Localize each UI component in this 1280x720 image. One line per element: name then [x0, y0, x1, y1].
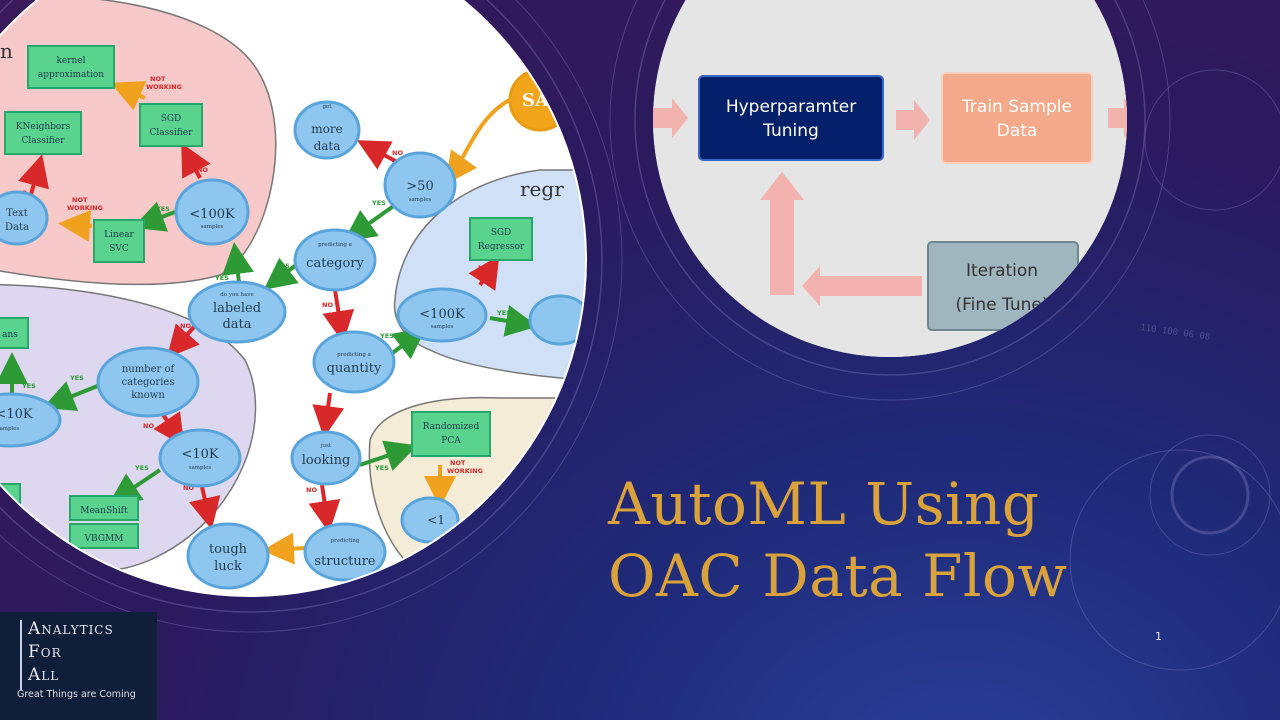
svg-text:<1: <1 [427, 513, 445, 527]
svg-text:just: just [320, 443, 332, 449]
svg-text:NO: NO [318, 404, 329, 412]
svg-text:<100K: <100K [419, 307, 465, 322]
svg-text:YES: YES [134, 464, 149, 472]
decorative-binary-text: 110 100 06 08 [1140, 323, 1211, 343]
svg-text:NOT: NOT [150, 75, 166, 83]
svg-text:NO: NO [478, 264, 489, 272]
svg-text:ans: ans [2, 330, 18, 340]
svg-text:Classifier: Classifier [22, 136, 66, 146]
svg-text:tough: tough [209, 542, 248, 557]
slide-title-line-2: OAC Data Flow [608, 542, 1068, 610]
svg-text:NO: NO [180, 322, 191, 330]
svg-text:more: more [311, 122, 342, 136]
svg-text:YES: YES [374, 464, 389, 472]
svg-text:category: category [306, 256, 364, 271]
svg-text:samples: samples [0, 426, 20, 432]
slide-title-line-1: AutoML Using [608, 470, 1040, 538]
logo-line-2: For [28, 642, 62, 662]
svg-text:predicting a: predicting a [318, 242, 353, 248]
svg-text:predicting: predicting [331, 538, 360, 544]
svg-text:samples: samples [189, 465, 212, 471]
logo-line-3: All [28, 665, 60, 685]
svg-text:MeanShift: MeanShift [80, 506, 128, 516]
svg-text:WORKING: WORKING [146, 83, 182, 91]
svg-text:Data: Data [997, 121, 1038, 141]
svg-text:Regressor: Regressor [478, 242, 525, 252]
svg-text:NOT: NOT [450, 459, 466, 467]
svg-text:YES: YES [69, 374, 84, 382]
svg-text:known: known [131, 390, 165, 401]
svg-text:NO: NO [183, 484, 194, 492]
svg-text:NO: NO [306, 486, 317, 494]
svg-text:KNeighbors: KNeighbors [16, 122, 71, 132]
svg-text:YES: YES [275, 262, 290, 270]
svg-text:samples: samples [431, 324, 454, 330]
ml-cheat-sheet: n regr SA [0, 0, 585, 595]
svg-text:PCA: PCA [441, 436, 461, 446]
svg-text:110 100 06 08: 110 100 06 08 [1140, 323, 1211, 343]
logo-line-1: Analytics [28, 619, 114, 639]
svg-text:Tuning: Tuning [762, 121, 819, 141]
svg-text:<10K: <10K [181, 447, 218, 462]
svg-text:YES: YES [155, 205, 170, 213]
svg-text:NO: NO [143, 422, 154, 430]
slide-number: 1 [1155, 630, 1162, 643]
analytics-for-all-logo: Analytics For All Great Things are Comin… [0, 612, 157, 720]
svg-text:regr: regr [520, 177, 564, 201]
svg-text:YES: YES [379, 332, 394, 340]
svg-text:<10K: <10K [0, 407, 33, 422]
svg-text:number of: number of [122, 364, 176, 375]
svg-text:Linear: Linear [104, 230, 134, 240]
decorative-rings [0, 0, 1280, 671]
logo-divider [20, 620, 22, 690]
svg-text:YES: YES [214, 274, 229, 282]
svg-text:NO: NO [392, 149, 403, 157]
svg-text:NO: NO [322, 301, 333, 309]
train-sample-data-box [941, 72, 1093, 164]
svg-text:n: n [0, 39, 13, 63]
svg-text:VBGMM: VBGMM [84, 534, 124, 544]
svg-text:SVC: SVC [109, 244, 129, 254]
hyperparameter-tuning-box [698, 75, 884, 161]
svg-text:labeled: labeled [213, 301, 261, 316]
slide-title: AutoML Using OAC Data Flow [608, 468, 1168, 612]
svg-text:Randomized: Randomized [423, 422, 480, 432]
svg-text:SGD: SGD [491, 228, 512, 238]
svg-text:Iteration: Iteration [966, 261, 1038, 281]
svg-text:>50: >50 [406, 179, 433, 194]
svg-text:<100K: <100K [189, 207, 235, 222]
svg-text:luck: luck [214, 559, 242, 574]
svg-text:Classifier: Classifier [150, 128, 194, 138]
svg-text:categories: categories [122, 377, 175, 388]
svg-text:NOT: NOT [72, 196, 88, 204]
svg-text:get: get [323, 104, 333, 110]
svg-text:(Fine Tune): (Fine Tune) [956, 295, 1049, 315]
svg-text:data: data [314, 139, 341, 153]
svg-text:NO: NO [197, 166, 208, 174]
svg-text:data: data [222, 317, 251, 332]
svg-text:SGD: SGD [161, 114, 182, 124]
svg-text:YES: YES [21, 382, 36, 390]
svg-text:WORKING: WORKING [67, 204, 103, 212]
svg-text:approximation: approximation [38, 70, 104, 80]
svg-text:YES: YES [496, 309, 511, 317]
svg-text:do you have: do you have [220, 292, 253, 298]
iteration-box [927, 241, 1079, 331]
svg-text:WORKING: WORKING [447, 467, 483, 475]
svg-text:structure: structure [314, 554, 376, 569]
svg-text:quantity: quantity [327, 361, 382, 376]
svg-text:Data: Data [5, 222, 29, 233]
svg-text:kernel: kernel [56, 56, 85, 66]
svg-text:looking: looking [302, 453, 351, 468]
svg-text:predicting a: predicting a [337, 352, 372, 358]
svg-text:Text: Text [6, 208, 27, 219]
svg-text:Train Sample: Train Sample [961, 97, 1072, 117]
svg-text:YES: YES [371, 199, 386, 207]
logo-tagline: Great Things are Coming [17, 689, 136, 700]
svg-text:samples: samples [409, 197, 432, 203]
svg-text:Hyperparamter: Hyperparamter [726, 97, 856, 117]
svg-text:samples: samples [201, 224, 224, 230]
